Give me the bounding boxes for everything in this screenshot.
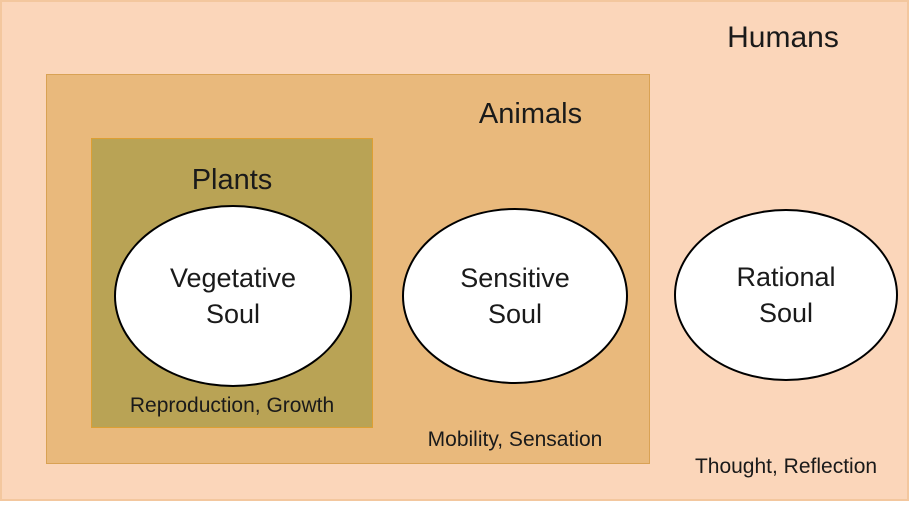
animals-group: Animals Plants Vegetative Soul Reproduct…: [46, 74, 650, 464]
rational-soul-label: Rational Soul: [736, 261, 836, 328]
plants-group: Plants Vegetative Soul Reproduction, Gro…: [91, 138, 373, 428]
animals-caption: Mobility, Sensation: [427, 428, 603, 451]
plants-caption: Reproduction, Growth: [129, 394, 335, 417]
vegetative-soul-label: Vegetative Soul: [169, 262, 297, 329]
plants-label: Plants: [191, 164, 273, 196]
humans-label: Humans: [727, 21, 839, 54]
humans-caption: Thought, Reflection: [694, 455, 878, 478]
sensitive-soul-label: Sensitive Soul: [460, 262, 570, 329]
animals-label: Animals: [478, 98, 583, 130]
rational-soul-ellipse: Rational Soul: [674, 209, 898, 381]
sensitive-soul-ellipse: Sensitive Soul: [402, 208, 628, 384]
vegetative-soul-ellipse: Vegetative Soul: [114, 205, 352, 387]
